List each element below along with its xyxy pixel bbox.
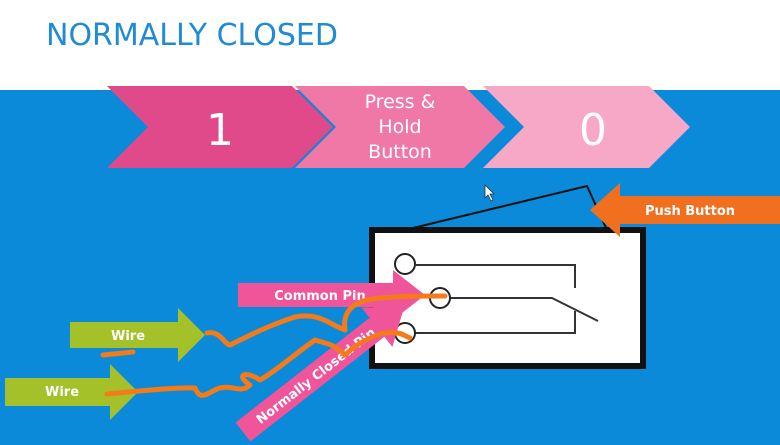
- step-2-line-3: Button: [368, 141, 432, 163]
- wire-2-label: Wire: [45, 385, 79, 400]
- step-2-line-1: Press &: [365, 91, 436, 113]
- push-button-arrow: [590, 183, 780, 237]
- common-pin-label: Common Pin: [274, 289, 366, 304]
- step-chevron-3: [483, 86, 690, 168]
- pin-no-circle: [394, 253, 416, 275]
- wire-arrow-2: [5, 364, 138, 420]
- step-3-label: 0: [579, 105, 607, 156]
- wire-arrow-1: [70, 308, 205, 362]
- step-1-label: 1: [206, 105, 234, 156]
- step-chevron-1: [107, 86, 333, 168]
- slide-title: NORMALLY CLOSED: [46, 18, 338, 53]
- step-chevron-2: [295, 86, 505, 168]
- mouse-cursor-icon: [484, 184, 495, 202]
- hand-drawn-wire-annotations: [100, 293, 448, 398]
- common-pin-arrow: [238, 270, 425, 320]
- wire-1-label: Wire: [111, 329, 145, 344]
- step-2-line-2: Hold: [378, 116, 421, 138]
- switch-schematic: [413, 264, 599, 334]
- push-button-label: Push Button: [645, 204, 735, 219]
- title-area: [0, 0, 780, 90]
